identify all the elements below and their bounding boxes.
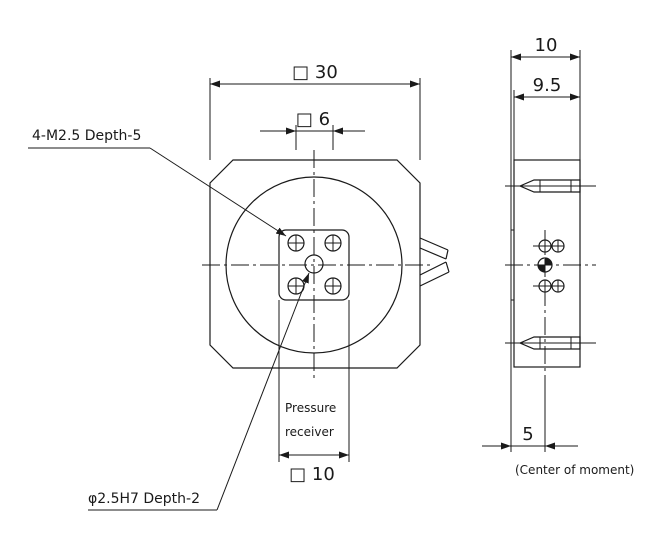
- moment-note: (Center of moment): [515, 463, 634, 477]
- side-view: 10 9.5 5 (Center of moment): [482, 35, 634, 477]
- side-body-outline: [513, 159, 581, 368]
- pressure-label-line1: Pressure: [285, 401, 336, 415]
- dim-bottom-label: □ 10: [289, 464, 335, 485]
- dim-moment-label: 5: [522, 424, 533, 445]
- cables: [419, 237, 450, 287]
- note-thread: 4-M2.5 Depth-5: [32, 128, 141, 144]
- pressure-label-line2: receiver: [285, 425, 334, 439]
- screw-top: [505, 179, 596, 193]
- sensor-body-outline: [209, 159, 421, 369]
- note-hole: φ2.5H7 Depth-2: [88, 491, 200, 507]
- dim-width-label: □ 30: [292, 62, 338, 83]
- front-view: □ 30 □ 6 Pressure receiver □ 10 4-M2.5 D…: [28, 62, 450, 511]
- thread-holes: [287, 234, 342, 295]
- dim-inner-label: □ 6: [296, 109, 330, 130]
- dim-total-label: 10: [535, 35, 558, 56]
- dim-body-label: 9.5: [533, 75, 562, 96]
- screw-bottom: [505, 336, 596, 350]
